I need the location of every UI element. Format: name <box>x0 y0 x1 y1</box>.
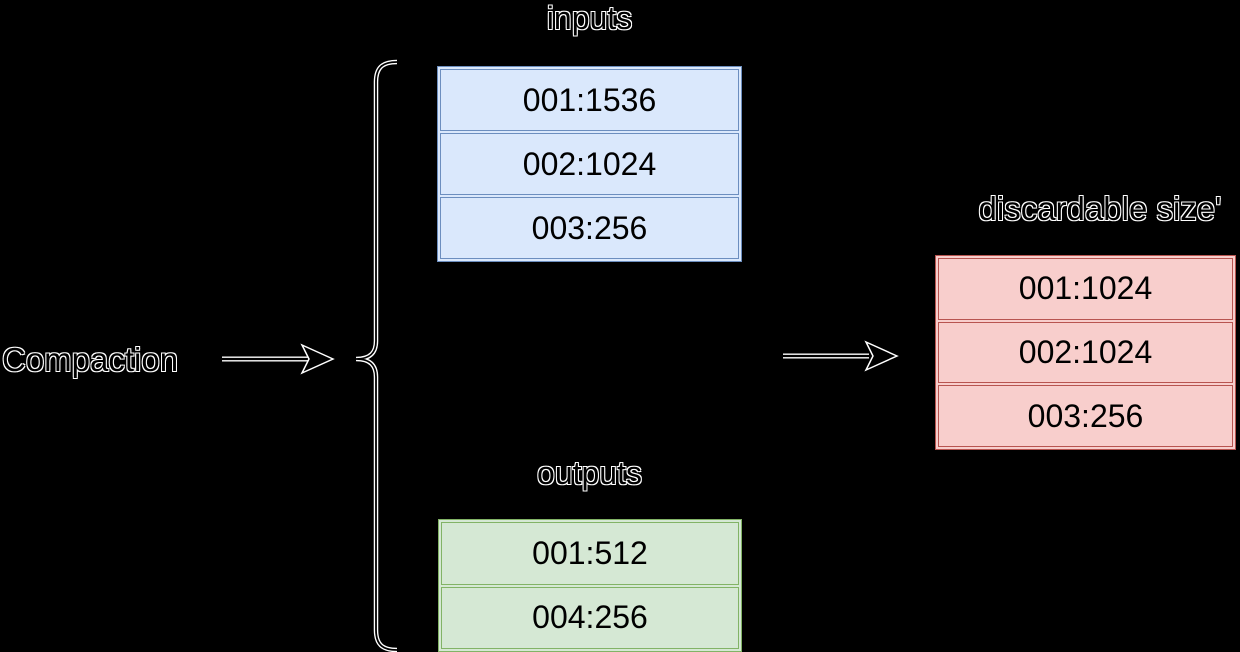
table-row: 002:1024 <box>938 321 1233 384</box>
outputs-title: outputs <box>537 455 642 491</box>
inputs-table: 001:1536 002:1024 003:256 <box>437 66 742 262</box>
arrow-right-icon <box>222 343 335 375</box>
arrow-right-icon <box>783 340 899 372</box>
table-row: 001:1024 <box>938 258 1233 320</box>
outputs-table: 001:512 004:256 <box>438 519 742 652</box>
inputs-title: inputs <box>546 0 633 36</box>
table-row: 003:256 <box>440 197 739 259</box>
table-row: 001:1536 <box>440 69 739 131</box>
table-row: 003:256 <box>938 385 1233 448</box>
discardable-size-title: discardable size' <box>978 190 1222 227</box>
table-row: 004:256 <box>441 586 739 649</box>
table-row: 001:512 <box>441 522 739 585</box>
discardable-size-table: 001:1024 002:1024 003:256 <box>935 255 1236 450</box>
compaction-label: Compaction <box>2 341 179 378</box>
left-curly-brace-icon <box>355 59 398 652</box>
table-row: 002:1024 <box>440 133 739 195</box>
